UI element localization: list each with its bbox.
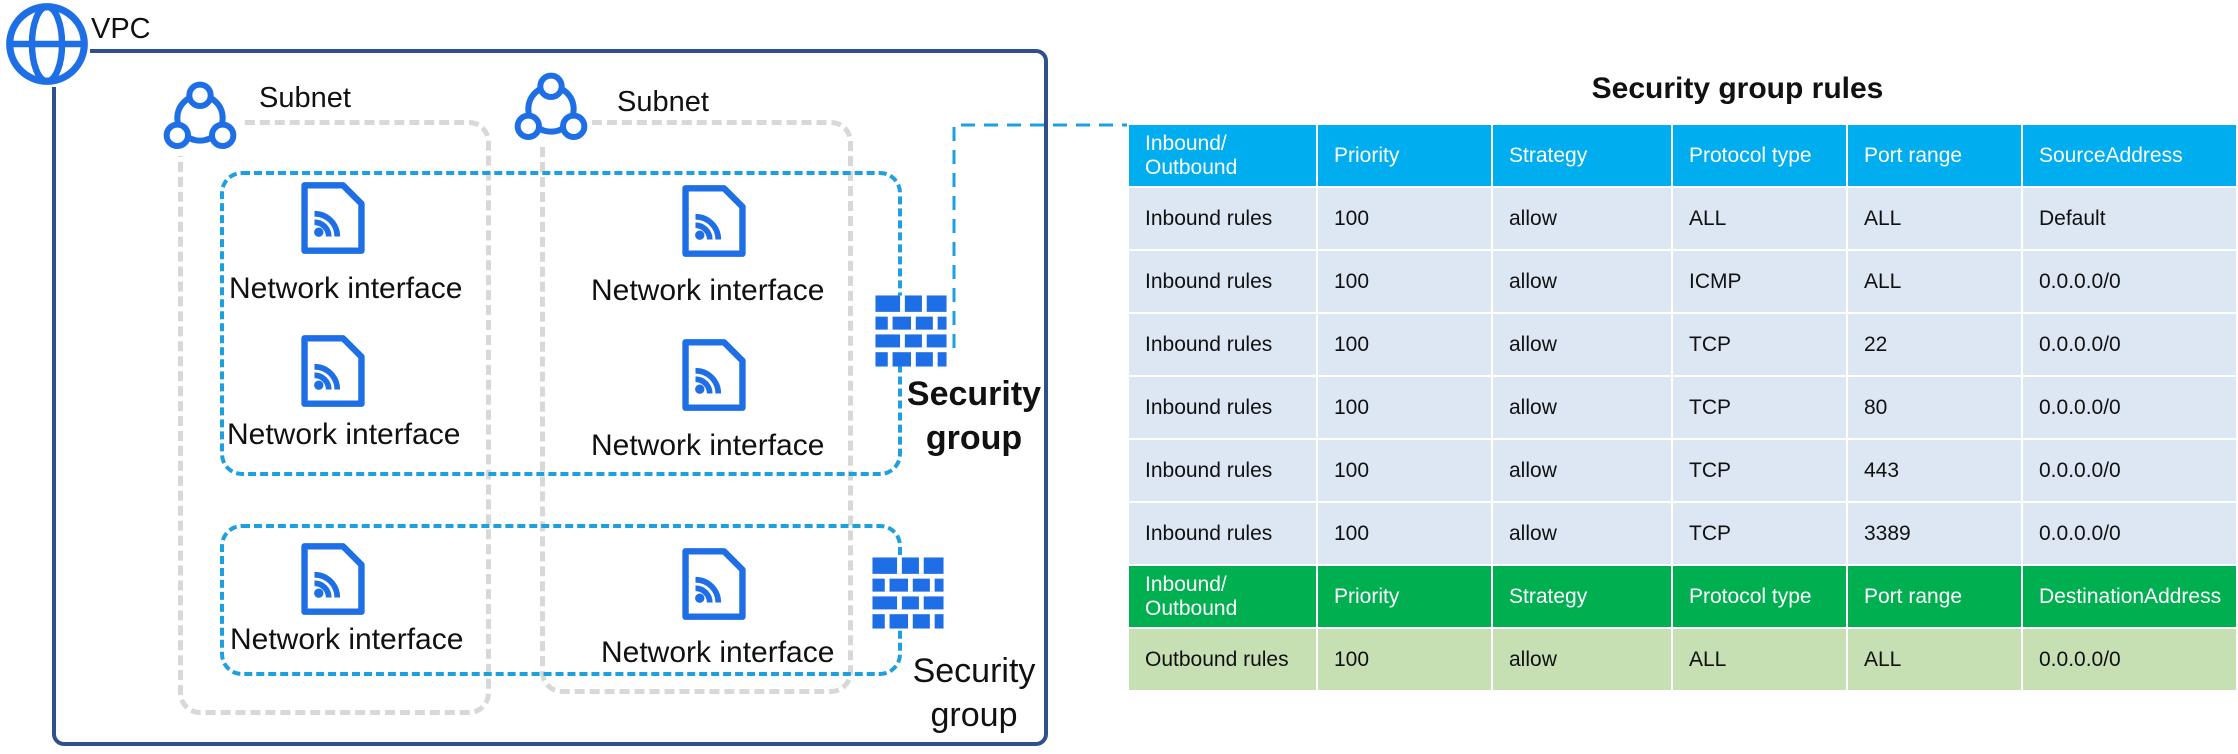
security-group-rules-table: Inbound/ Outbound Priority Strategy Prot… [1127, 123, 2238, 692]
table-row: Inbound rules 100 allow ALL ALL Default [1127, 186, 2238, 251]
table-cell: Inbound rules [1127, 501, 1318, 566]
table-cell: 100 [1316, 249, 1493, 314]
table-cell: 100 [1316, 438, 1493, 503]
network-interface-icon [682, 548, 746, 620]
table-cell: allow [1491, 501, 1673, 566]
table-cell: Inbound rules [1127, 186, 1318, 251]
header-cell: SourceAddress [2021, 123, 2238, 188]
table-row: Outbound rules 100 allow ALL ALL 0.0.0.0… [1127, 627, 2238, 692]
table-cell: ALL [1846, 627, 2023, 692]
table-cell: allow [1491, 627, 1673, 692]
header-cell: Inbound/ Outbound [1127, 123, 1318, 188]
firewall-icon [872, 557, 944, 629]
security-group-label-line1: Security [912, 652, 1036, 690]
table-row: Inbound rules 100 allow TCP 22 0.0.0.0/0 [1127, 312, 2238, 377]
network-interface-icon [682, 339, 746, 411]
security-group-label: Security group [899, 372, 1049, 460]
header-cell: Protocol type [1671, 564, 1848, 629]
table-cell: ALL [1671, 627, 1848, 692]
globe-icon [4, 1, 90, 87]
subnet-icon [511, 71, 591, 147]
network-interface-label: Network interface [591, 274, 825, 307]
security-group-label-line2: group [930, 696, 1018, 734]
table-cell: 100 [1316, 627, 1493, 692]
security-group-label-line1: Security [906, 375, 1042, 413]
table-cell: 0.0.0.0/0 [2021, 501, 2238, 566]
table-cell: allow [1491, 438, 1673, 503]
security-group-label: Security group [899, 649, 1049, 737]
header-cell: Inbound/ Outbound [1127, 564, 1318, 629]
subnet-2-container [540, 120, 853, 694]
header-cell: Protocol type [1671, 123, 1848, 188]
table-cell: ICMP [1671, 249, 1848, 314]
table-cell: TCP [1671, 312, 1848, 377]
table-cell: Default [2021, 186, 2238, 251]
security-group-label-line2: group [925, 419, 1023, 457]
table-cell: Outbound rules [1127, 627, 1318, 692]
table-cell: Inbound rules [1127, 249, 1318, 314]
table-cell: TCP [1671, 438, 1848, 503]
subnet-label: Subnet [617, 86, 709, 118]
inbound-header-row: Inbound/ Outbound Priority Strategy Prot… [1127, 123, 2238, 188]
table-cell: allow [1491, 249, 1673, 314]
network-interface-label: Network interface [601, 636, 835, 669]
network-interface-icon [301, 335, 365, 407]
table-cell: 100 [1316, 186, 1493, 251]
header-cell: Port range [1846, 123, 2023, 188]
network-interface-label: Network interface [591, 429, 825, 462]
network-interface-icon [301, 182, 365, 254]
table-cell: 0.0.0.0/0 [2021, 627, 2238, 692]
table-cell: allow [1491, 186, 1673, 251]
table-cell: 80 [1846, 375, 2023, 440]
table-cell: Inbound rules [1127, 312, 1318, 377]
network-interface-icon [682, 185, 746, 257]
table-cell: 0.0.0.0/0 [2021, 438, 2238, 503]
table-row: Inbound rules 100 allow ICMP ALL 0.0.0.0… [1127, 249, 2238, 314]
table-cell: ALL [1846, 249, 2023, 314]
header-cell: Strategy [1491, 564, 1673, 629]
subnet-label: Subnet [259, 82, 351, 114]
subnet-icon [160, 80, 240, 156]
table-cell: ALL [1671, 186, 1848, 251]
header-cell: Port range [1846, 564, 2023, 629]
table-cell: Inbound rules [1127, 438, 1318, 503]
header-cell: DestinationAddress [2021, 564, 2238, 629]
table-cell: allow [1491, 312, 1673, 377]
table-cell: ALL [1846, 186, 2023, 251]
table-cell: 3389 [1846, 501, 2023, 566]
header-cell: Priority [1316, 564, 1493, 629]
header-cell: Priority [1316, 123, 1493, 188]
table-cell: TCP [1671, 375, 1848, 440]
table-cell: 0.0.0.0/0 [2021, 375, 2238, 440]
rules-table-title: Security group rules [1591, 72, 1884, 105]
firewall-icon [875, 295, 947, 367]
subnet-1-container [178, 120, 491, 715]
vpc-container [52, 49, 1048, 746]
table-row: Inbound rules 100 allow TCP 80 0.0.0.0/0 [1127, 375, 2238, 440]
table-cell: 100 [1316, 312, 1493, 377]
table-cell: 0.0.0.0/0 [2021, 312, 2238, 377]
table-cell: Inbound rules [1127, 375, 1318, 440]
table-row: Inbound rules 100 allow TCP 3389 0.0.0.0… [1127, 501, 2238, 566]
table-cell: 100 [1316, 375, 1493, 440]
network-interface-label: Network interface [229, 272, 463, 305]
network-interface-icon [301, 543, 365, 615]
vpc-label: VPC [91, 13, 151, 45]
table-row: Inbound rules 100 allow TCP 443 0.0.0.0/… [1127, 438, 2238, 503]
outbound-header-row: Inbound/ Outbound Priority Strategy Prot… [1127, 564, 2238, 629]
network-interface-label: Network interface [230, 623, 464, 656]
table-cell: TCP [1671, 501, 1848, 566]
table-cell: 443 [1846, 438, 2023, 503]
table-cell: 0.0.0.0/0 [2021, 249, 2238, 314]
table-cell: allow [1491, 375, 1673, 440]
table-cell: 22 [1846, 312, 2023, 377]
header-cell: Strategy [1491, 123, 1673, 188]
network-interface-label: Network interface [227, 418, 461, 451]
table-cell: 100 [1316, 501, 1493, 566]
